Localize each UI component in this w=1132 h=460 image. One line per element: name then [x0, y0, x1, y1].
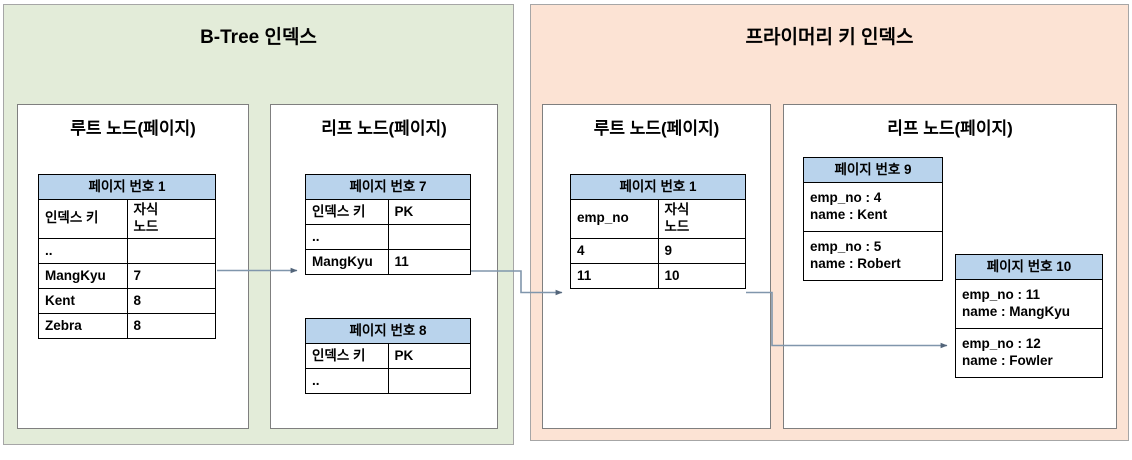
table-header-page-1: 페이지 번호 1	[38, 174, 216, 200]
table-header-page-7: 페이지 번호 7	[305, 174, 471, 200]
cell-pk	[387, 368, 471, 394]
table-row: 4 9	[570, 237, 746, 264]
cell-child	[126, 237, 216, 264]
record-cell: emp_no : 12 name : Fowler	[955, 328, 1103, 378]
col-header-index-key: 인덱스 키	[305, 343, 389, 369]
table-pk-leaf-page10: 페이지 번호 10 emp_no : 11 name : MangKyu emp…	[955, 254, 1103, 378]
table-row: 11 10	[570, 262, 746, 289]
record-cell: emp_no : 4 name : Kent	[803, 182, 943, 232]
cell-emp-no: 11	[570, 262, 659, 289]
col-header-child-node: 자식 노드	[126, 199, 216, 239]
node-pk-leaf-title: 리프 노드(페이지)	[887, 119, 1013, 138]
cell-key: Kent	[38, 287, 128, 314]
node-btree-leaf-title: 리프 노드(페이지)	[321, 119, 447, 138]
cell-key: MangKyu	[38, 262, 128, 289]
cell-key: ..	[305, 368, 389, 394]
cell-child: 10	[657, 262, 746, 289]
table-row: MangKyu 7	[38, 262, 216, 289]
cell-emp-no: 4	[570, 237, 659, 264]
table-btree-root-page1: 페이지 번호 1 인덱스 키 자식 노드 .. MangKyu 7 Kent 8…	[38, 174, 216, 339]
node-btree-root-title: 루트 노드(페이지)	[70, 119, 196, 138]
table-btree-leaf-page8: 페이지 번호 8 인덱스 키 PK ..	[305, 318, 471, 394]
table-row: emp_no : 4 name : Kent	[803, 182, 943, 232]
col-header-pk: PK	[387, 343, 471, 369]
col-header-index-key: 인덱스 키	[38, 199, 128, 239]
cell-pk: 11	[387, 249, 471, 275]
record-cell: emp_no : 5 name : Robert	[803, 231, 943, 281]
table-pk-leaf-page9: 페이지 번호 9 emp_no : 4 name : Kent emp_no :…	[803, 157, 943, 281]
table-row: emp_no : 5 name : Robert	[803, 231, 943, 281]
col-header-pk: PK	[387, 199, 471, 225]
col-header-emp-no: emp_no	[570, 199, 659, 239]
cell-key: Zebra	[38, 312, 128, 339]
table-header-page-8: 페이지 번호 8	[305, 318, 471, 344]
panel-primary-key-index-title: 프라이머리 키 인덱스	[745, 27, 914, 48]
table-row: emp_no : 11 name : MangKyu	[955, 279, 1103, 329]
table-header-page-10: 페이지 번호 10	[955, 254, 1103, 280]
table-row: Kent 8	[38, 287, 216, 314]
cell-child: 9	[657, 237, 746, 264]
table-row: ..	[305, 368, 471, 394]
table-row: ..	[305, 224, 471, 250]
cell-child: 8	[126, 312, 216, 339]
cell-child: 8	[126, 287, 216, 314]
table-row: emp_no : 12 name : Fowler	[955, 328, 1103, 378]
table-row: Zebra 8	[38, 312, 216, 339]
table-pk-root-page1: 페이지 번호 1 emp_no 자식 노드 4 9 11 10	[570, 174, 746, 289]
table-btree-leaf-page7: 페이지 번호 7 인덱스 키 PK .. MangKyu 11	[305, 174, 471, 275]
table-row: MangKyu 11	[305, 249, 471, 275]
table-header-page-9: 페이지 번호 9	[803, 157, 943, 183]
col-header-child-node: 자식 노드	[657, 199, 746, 239]
node-pk-root-title: 루트 노드(페이지)	[593, 119, 720, 138]
col-header-index-key: 인덱스 키	[305, 199, 389, 225]
cell-key: ..	[38, 237, 128, 264]
cell-key: MangKyu	[305, 249, 389, 275]
panel-btree-index-title: B-Tree 인덱스	[200, 27, 317, 48]
table-header-page-1: 페이지 번호 1	[570, 174, 746, 200]
record-cell: emp_no : 11 name : MangKyu	[955, 279, 1103, 329]
cell-pk	[387, 224, 471, 250]
cell-key: ..	[305, 224, 389, 250]
cell-child: 7	[126, 262, 216, 289]
table-row: ..	[38, 237, 216, 264]
